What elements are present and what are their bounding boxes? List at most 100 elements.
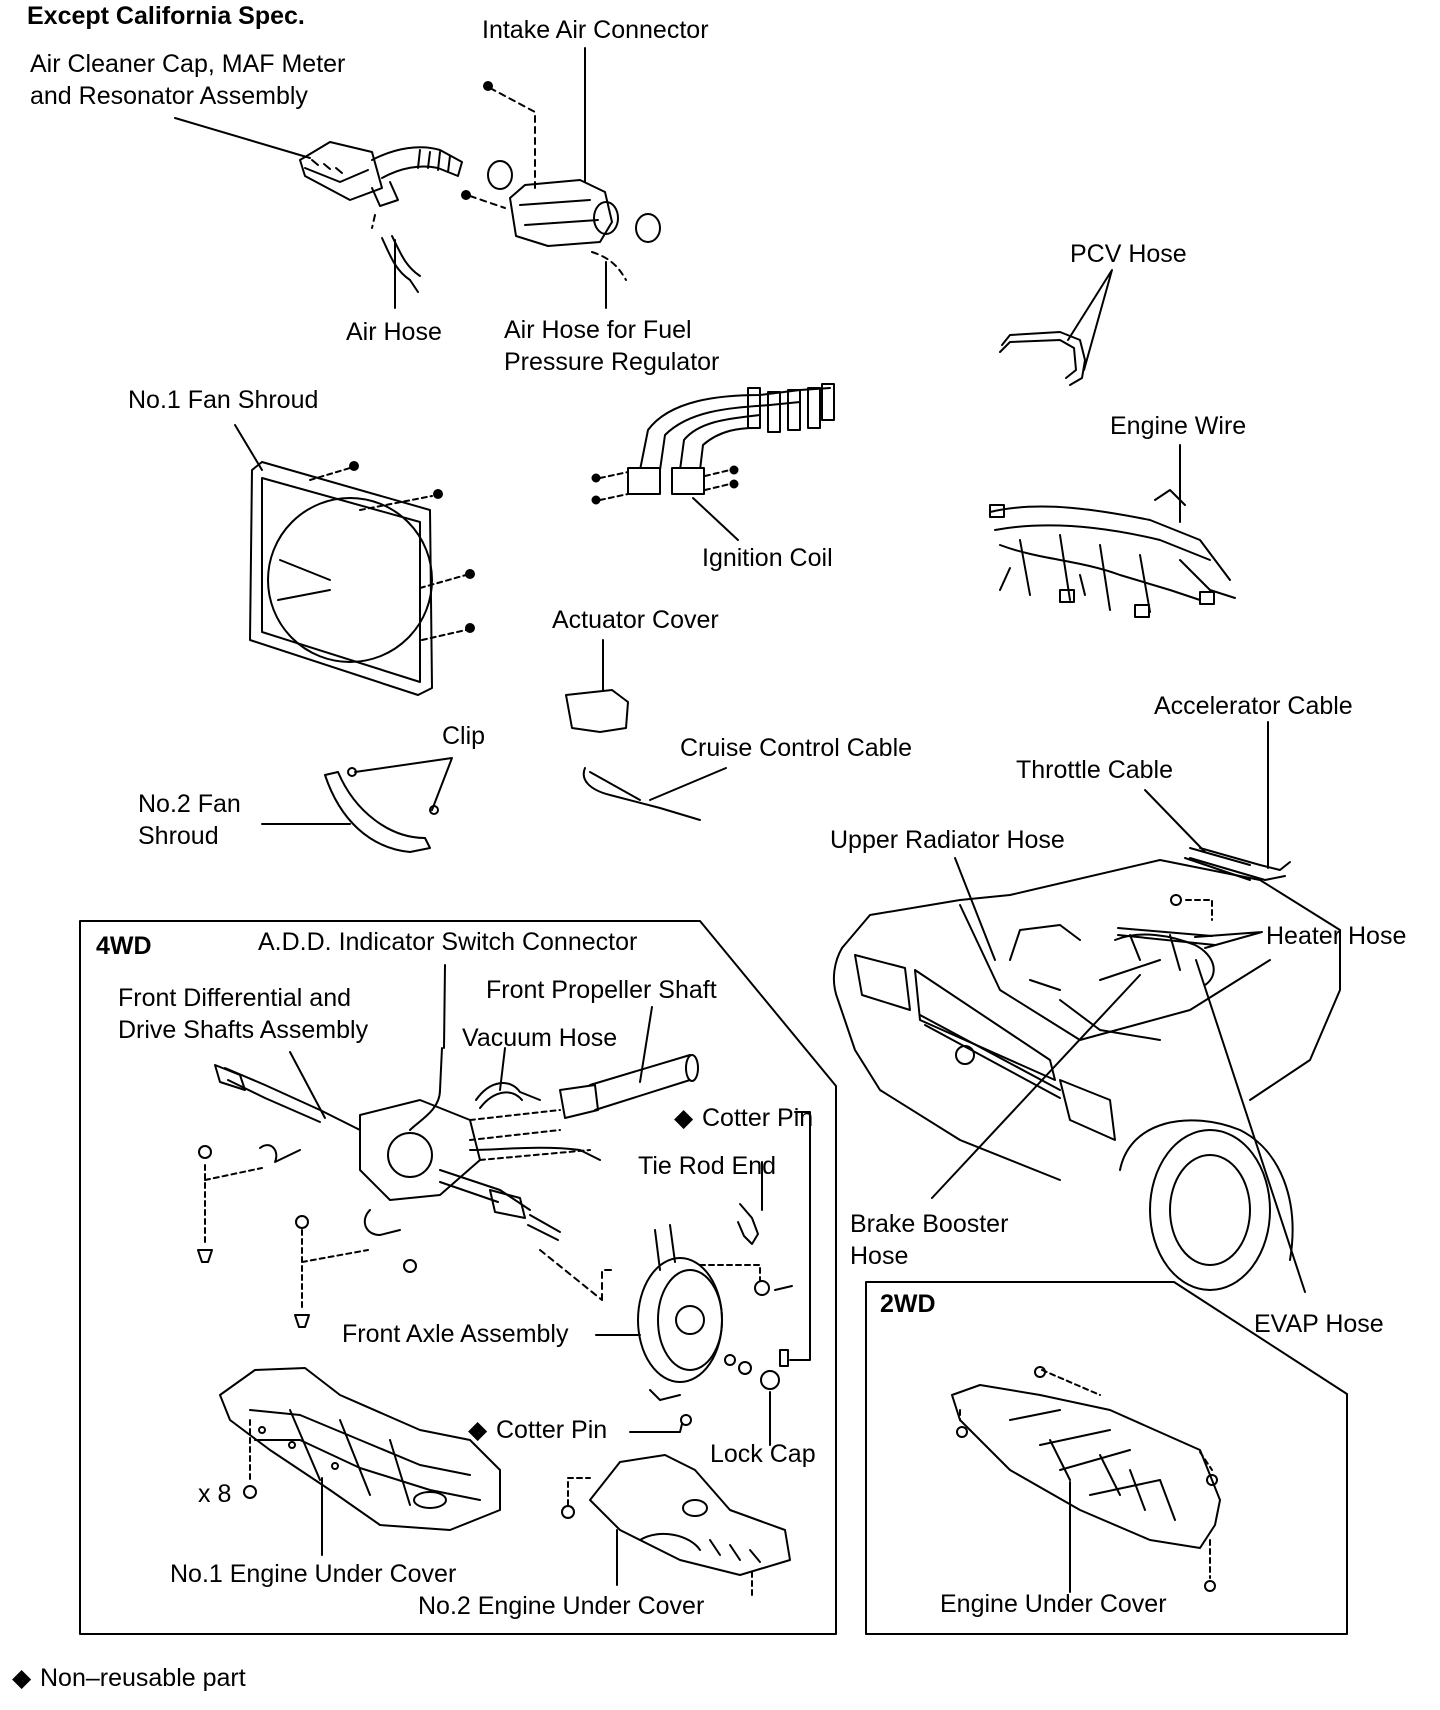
washer-icon bbox=[198, 1145, 212, 1159]
label-air-hose-fpr-l1: Air Hose for Fuel bbox=[504, 316, 692, 344]
leader-line bbox=[1194, 931, 1263, 949]
label-upper-radiator-hose: Upper Radiator Hose bbox=[830, 826, 1065, 854]
label-front-axle-assembly: Front Axle Assembly bbox=[342, 1320, 569, 1348]
bolt-icon bbox=[243, 1485, 257, 1499]
bolt-icon bbox=[729, 479, 739, 489]
cotter-pin-part bbox=[774, 1285, 793, 1291]
leader-line bbox=[931, 974, 1141, 1199]
bolt-icon bbox=[1206, 1474, 1218, 1486]
actuator-cover-part bbox=[565, 689, 629, 733]
nut-icon bbox=[738, 1361, 752, 1375]
box-2wd-title: 2WD bbox=[880, 1290, 936, 1318]
leader-line bbox=[639, 1006, 653, 1083]
bolt-link bbox=[1185, 899, 1213, 921]
label-air-cleaner-cap-l2: and Resonator Assembly bbox=[30, 82, 308, 110]
label-cotter-pin-1: Cotter Pin bbox=[702, 1104, 814, 1132]
marker-non-reusable-1: ◆ bbox=[674, 1104, 694, 1132]
label-brake-booster-hose-l1: Brake Booster bbox=[850, 1210, 1009, 1238]
tie-rod-end-part bbox=[737, 1203, 759, 1245]
label-air-hose-fpr-l2: Pressure Regulator bbox=[504, 348, 720, 376]
box-4wd-frame bbox=[79, 920, 837, 1635]
label-no1-engine-under-cover: No.1 Engine Under Cover bbox=[170, 1560, 457, 1588]
leader-line bbox=[649, 767, 727, 801]
intake-bolt-link bbox=[489, 87, 536, 191]
box-2wd-frame bbox=[865, 1281, 1348, 1635]
vehicle-front-part bbox=[832, 859, 1341, 1291]
pcv-hose-part bbox=[999, 331, 1086, 386]
bolt-icon bbox=[433, 489, 443, 499]
accelerator-cable-part bbox=[1189, 847, 1291, 881]
air-hose-part bbox=[381, 235, 421, 293]
label-cruise-control-cable: Cruise Control Cable bbox=[680, 734, 913, 762]
clip-icon bbox=[347, 767, 357, 777]
bolt-link bbox=[699, 1264, 761, 1281]
leader-line bbox=[499, 1047, 506, 1091]
engine-under-cover-part bbox=[951, 1384, 1221, 1549]
air-hose-link bbox=[371, 214, 376, 229]
label-front-differential-l1: Front Differential and bbox=[118, 984, 351, 1012]
leader-line bbox=[234, 424, 263, 471]
lock-cap-icon bbox=[760, 1370, 780, 1390]
nut-icon bbox=[724, 1354, 736, 1366]
label-brake-booster-hose-l2: Hose bbox=[850, 1242, 909, 1270]
bolt-icon bbox=[1170, 894, 1182, 906]
bolt-icon bbox=[465, 569, 475, 579]
label-clip: Clip bbox=[442, 722, 486, 750]
no1-engine-under-cover-part bbox=[219, 1367, 501, 1531]
bolt-icon bbox=[483, 81, 493, 91]
label-evap-hose: EVAP Hose bbox=[1254, 1310, 1384, 1338]
leader-line bbox=[174, 117, 311, 159]
label-pcv-hose: PCV Hose bbox=[1070, 240, 1187, 268]
bolt-icon bbox=[465, 623, 475, 633]
intake-air-connector-part bbox=[509, 179, 619, 247]
label-x8: x 8 bbox=[198, 1480, 232, 1508]
label-no2-fan-shroud-l2: Shroud bbox=[138, 822, 219, 850]
bolt-link bbox=[309, 467, 467, 641]
bolt-link bbox=[469, 1109, 591, 1161]
fpr-air-hose-part bbox=[591, 251, 627, 281]
bolt-icon bbox=[403, 1259, 417, 1273]
leader-line bbox=[629, 1423, 683, 1433]
page-title: Except California Spec. bbox=[27, 2, 305, 30]
leader-line bbox=[1195, 959, 1306, 1293]
label-add-indicator-switch-connector: A.D.D. Indicator Switch Connector bbox=[258, 928, 638, 956]
leader-line bbox=[954, 857, 996, 961]
label-engine-under-cover: Engine Under Cover bbox=[940, 1590, 1167, 1618]
label-actuator-cover: Actuator Cover bbox=[552, 606, 719, 634]
washer-icon bbox=[295, 1215, 309, 1229]
box-4wd-title: 4WD bbox=[96, 932, 152, 960]
label-no2-engine-under-cover: No.2 Engine Under Cover bbox=[418, 1592, 705, 1620]
label-air-cleaner-cap-l1: Air Cleaner Cap, MAF Meter bbox=[30, 50, 346, 78]
bolt-link bbox=[539, 1249, 617, 1301]
label-air-hose: Air Hose bbox=[346, 318, 442, 346]
add-switch-connector-part bbox=[409, 1047, 443, 1131]
label-no2-fan-shroud-l1: No.2 Fan bbox=[138, 790, 241, 818]
label-no1-fan-shroud: No.1 Fan Shroud bbox=[128, 386, 319, 414]
leader-line bbox=[789, 1111, 811, 1361]
ignition-coil-part bbox=[627, 383, 835, 495]
nut-icon bbox=[680, 1414, 692, 1426]
bolt-link bbox=[959, 1369, 1213, 1579]
label-front-propeller-shaft: Front Propeller Shaft bbox=[486, 976, 717, 1004]
bolt-icon bbox=[561, 1505, 575, 1519]
bolt-icon bbox=[591, 473, 601, 483]
no2-engine-under-cover-part bbox=[589, 1454, 791, 1576]
bolt-icon bbox=[294, 1314, 310, 1328]
label-engine-wire: Engine Wire bbox=[1110, 412, 1247, 440]
legend-marker-icon: ◆ bbox=[12, 1664, 32, 1692]
label-throttle-cable: Throttle Cable bbox=[1016, 756, 1174, 784]
leader-line bbox=[354, 757, 453, 811]
bolt-icon bbox=[1034, 1366, 1046, 1378]
vacuum-hose-part bbox=[475, 1082, 541, 1109]
label-cotter-pin-2: Cotter Pin bbox=[496, 1416, 608, 1444]
heater-hose-part bbox=[1117, 927, 1216, 946]
bolt-icon bbox=[197, 1249, 213, 1263]
engine-wire-part bbox=[989, 489, 1236, 618]
no1-fan-shroud-part bbox=[249, 461, 433, 696]
label-vacuum-hose: Vacuum Hose bbox=[462, 1024, 618, 1052]
label-lock-cap: Lock Cap bbox=[710, 1440, 816, 1468]
label-intake-air-connector: Intake Air Connector bbox=[482, 16, 709, 44]
cotter-pin-part bbox=[779, 1349, 789, 1367]
